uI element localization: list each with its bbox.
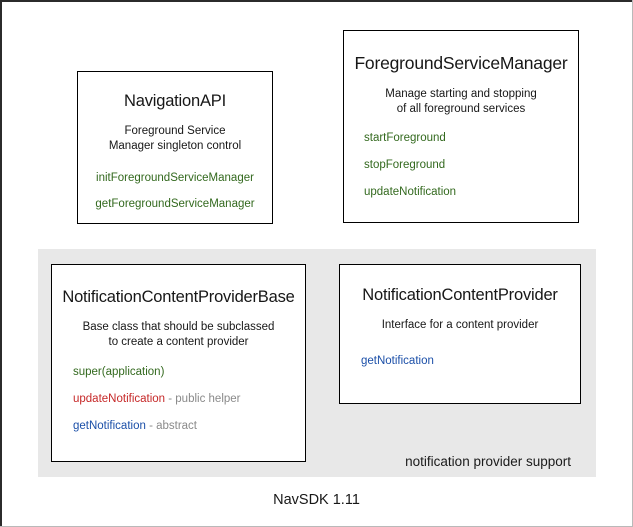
class-member-row[interactable]: getNotification <box>361 355 580 368</box>
group-panel-label: notification provider support <box>405 454 571 469</box>
class-member-row[interactable]: initForegroundServiceManager <box>78 172 272 185</box>
class-card-title: ForegroundServiceManager <box>354 53 568 73</box>
class-card-foreground-service-manager[interactable]: ForegroundServiceManager Manage starting… <box>343 30 579 223</box>
class-member-name: initForegroundServiceManager <box>96 172 254 185</box>
class-member-row[interactable]: super(application) <box>73 366 305 379</box>
class-card-description: Foreground Service Manager singleton con… <box>78 124 272 153</box>
class-card-notification-content-provider[interactable]: NotificationContentProvider Interface fo… <box>339 264 581 404</box>
class-card-title: NavigationAPI <box>124 92 226 110</box>
class-card-title: NotificationContentProvider <box>362 286 558 304</box>
class-member-name: getNotification <box>361 354 434 367</box>
class-member-note: - abstract <box>145 419 198 432</box>
class-member-name: stopForeground <box>364 159 446 172</box>
class-member-name: super(application) <box>73 366 165 379</box>
class-card-description-line-1: Foreground Service <box>124 125 226 137</box>
class-card-member-list: getNotification <box>340 355 580 368</box>
class-member-row[interactable]: getForegroundServiceManager <box>78 198 272 211</box>
class-card-title: NotificationContentProviderBase <box>62 288 295 306</box>
class-card-description: Manage starting and stopping of all fore… <box>344 87 578 116</box>
class-card-description-line-1: Base class that should be subclassed <box>82 321 275 333</box>
class-member-note: - public helper <box>165 393 241 406</box>
class-member-name: startForeground <box>364 132 446 145</box>
class-card-navigation-api[interactable]: NavigationAPI Foreground Service Manager… <box>77 71 273 224</box>
class-member-name: getForegroundServiceManager <box>95 198 255 211</box>
class-member-row[interactable]: updateNotification <box>364 186 578 199</box>
class-member-row[interactable]: getNotification - abstract <box>73 420 305 433</box>
class-card-description-line-2: to create a content provider <box>108 335 249 348</box>
class-card-description-line-2: Manager singleton control <box>108 139 242 152</box>
frame-border-left <box>0 0 2 527</box>
class-card-description: Interface for a content provider <box>340 318 580 333</box>
class-card-description-line-2: of all foreground services <box>396 102 526 115</box>
class-member-name: getNotification <box>73 419 146 432</box>
class-card-member-list: startForeground stopForeground updateNot… <box>344 132 578 198</box>
class-member-row[interactable]: startForeground <box>364 132 578 145</box>
class-member-row[interactable]: stopForeground <box>364 159 578 172</box>
class-card-description: Base class that should be subclassed to … <box>52 320 305 349</box>
class-member-name: updateNotification <box>73 393 166 406</box>
class-card-description-line-1: Interface for a content provider <box>381 319 539 331</box>
class-member-row[interactable]: updateNotification - public helper <box>73 393 305 406</box>
class-card-member-list: super(application) updateNotification - … <box>52 366 305 432</box>
class-member-name: updateNotification <box>364 185 457 198</box>
class-card-notification-content-provider-base[interactable]: NotificationContentProviderBase Base cla… <box>51 264 306 462</box>
class-card-description-line-1: Manage starting and stopping <box>385 88 537 100</box>
frame-border-top <box>0 0 633 2</box>
class-card-member-list: initForegroundServiceManager getForegrou… <box>78 172 272 210</box>
diagram-footer-label: NavSDK 1.11 <box>273 492 360 508</box>
